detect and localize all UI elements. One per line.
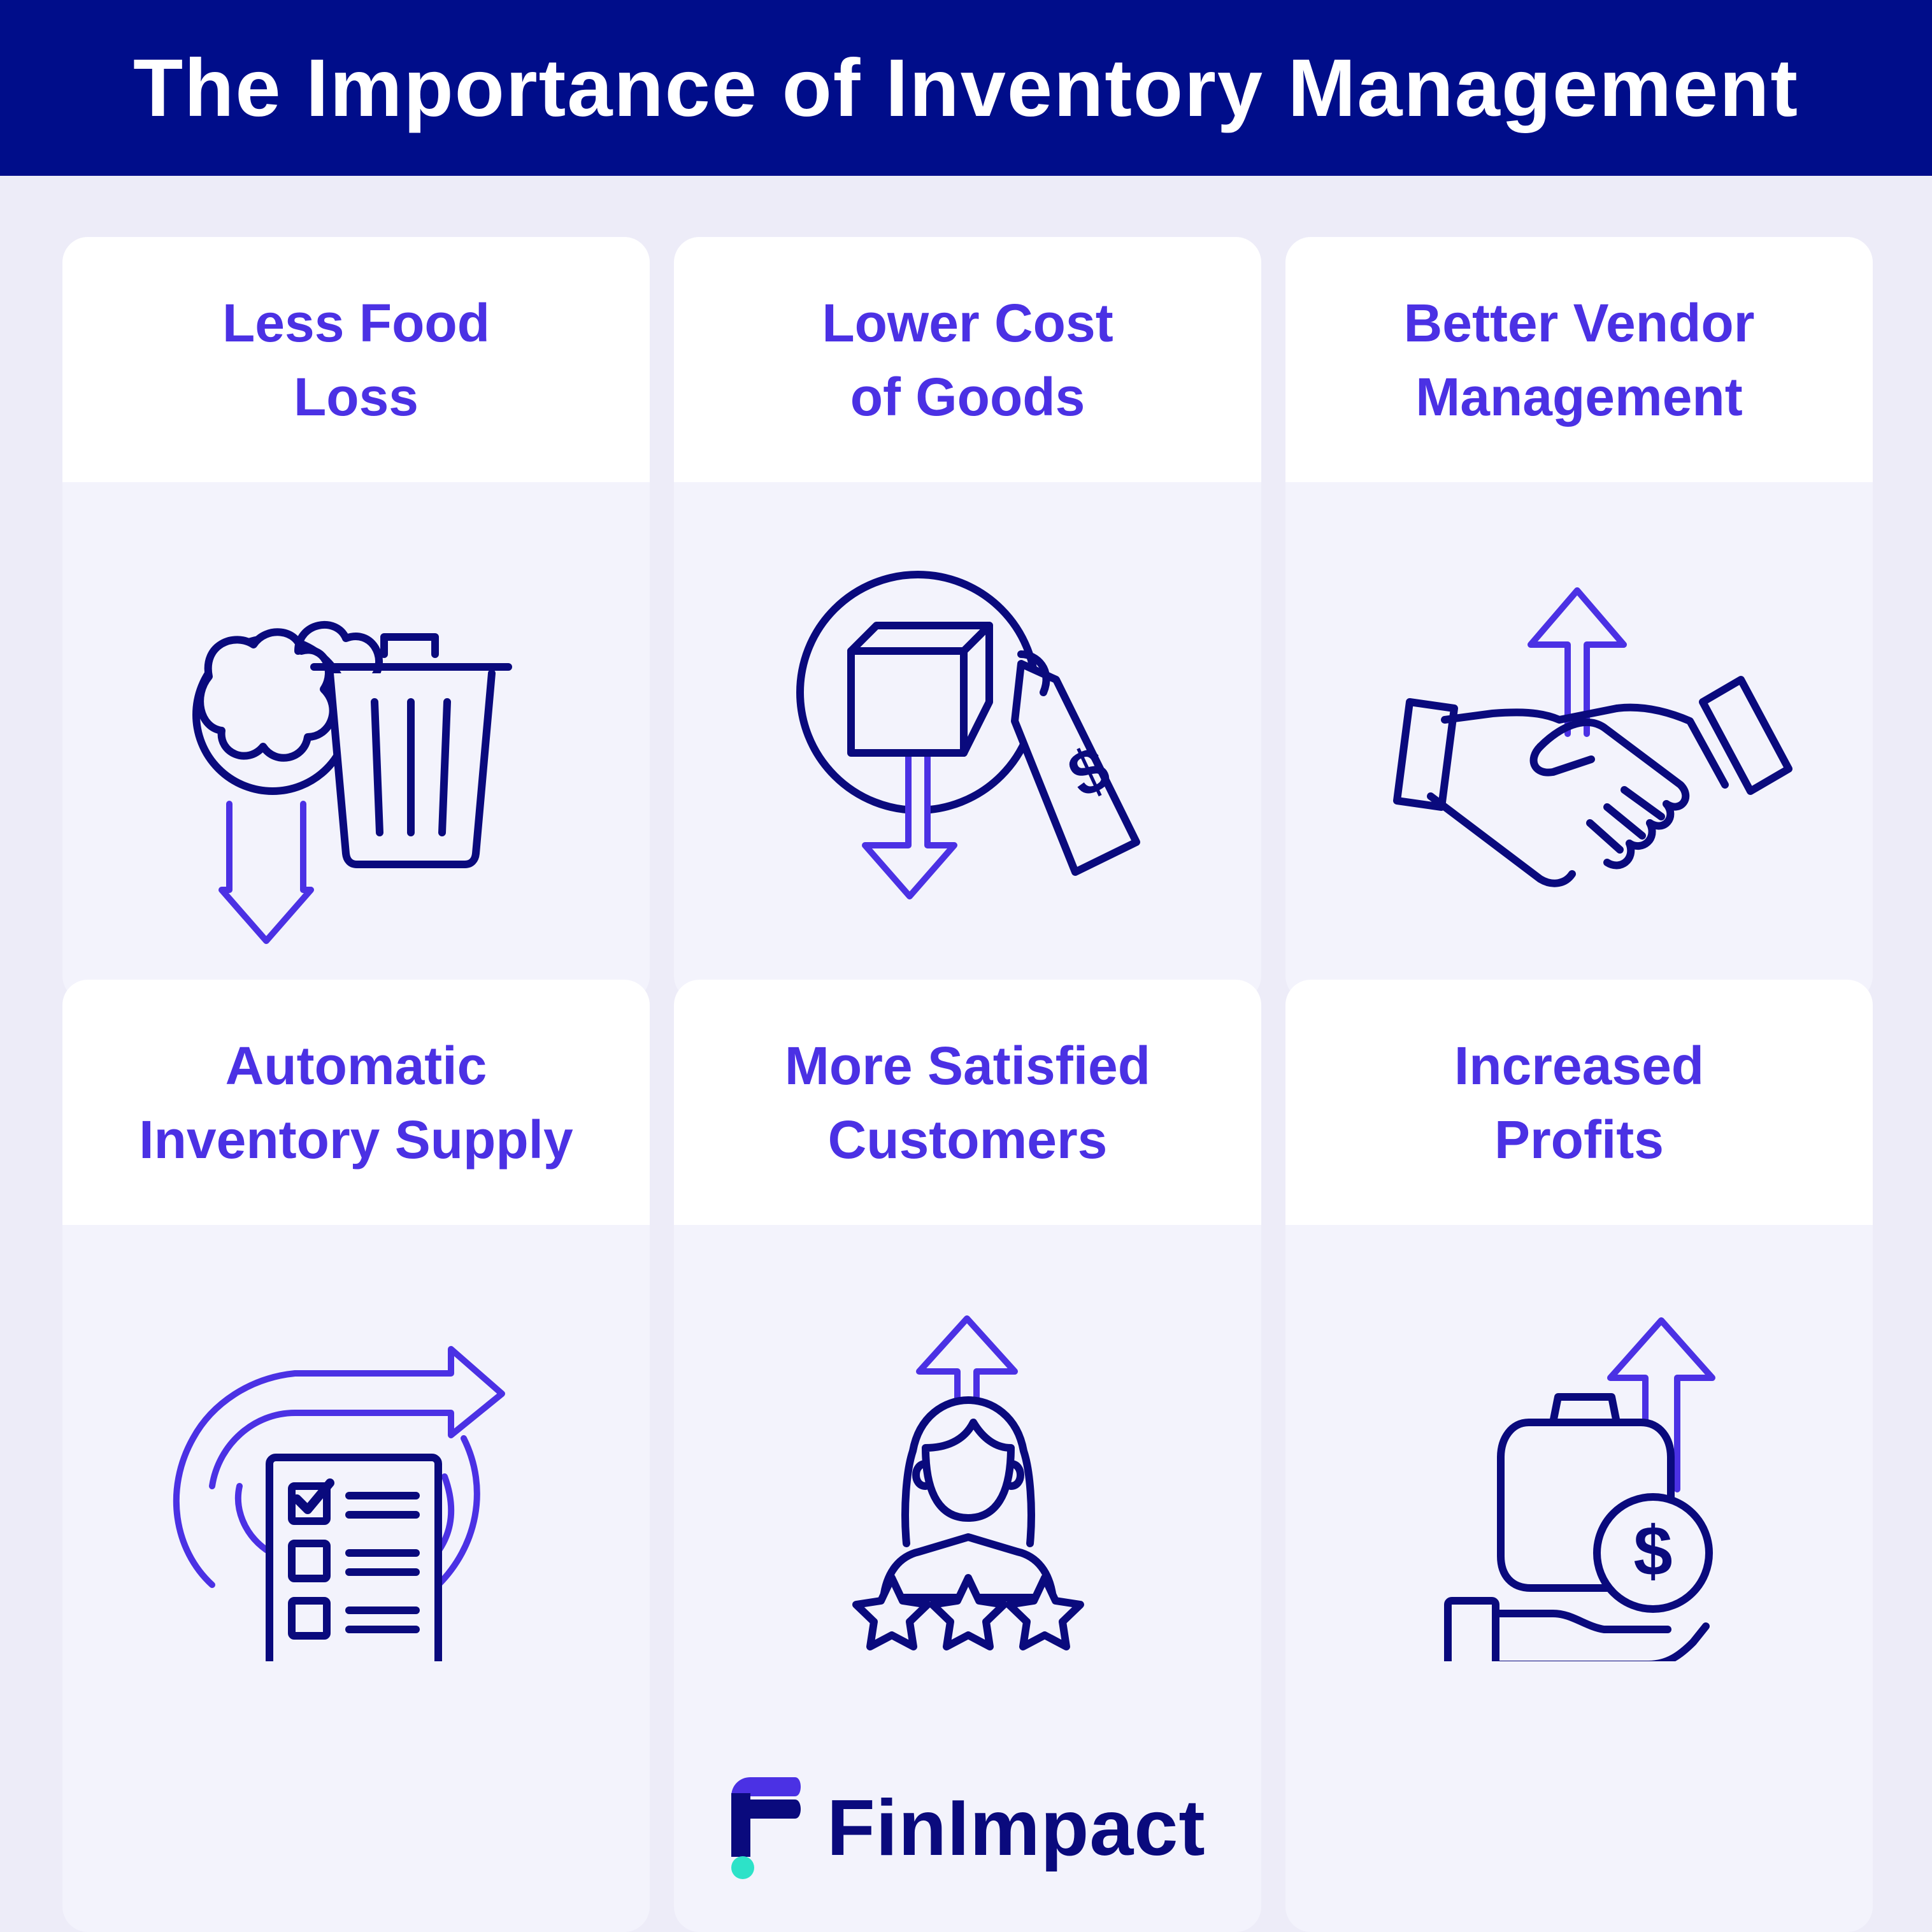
handshake-icon [1285,555,1873,950]
card-header: Increased Profits [1285,980,1873,1225]
box-price-tag-icon: $ [674,555,1261,950]
card-header: Better Vendor Management [1285,237,1873,482]
card-title: Less Food Loss [222,292,490,427]
card-title: Lower Cost of Goods [822,292,1113,427]
card-header: Lower Cost of Goods [674,237,1261,482]
card-header: More Satisfied Customers [674,980,1261,1225]
card-automatic-inventory-supply: Automatic Inventory Supply [62,980,650,1932]
page-title: The Importance of Inventory Management [132,42,1800,134]
card-title: Automatic Inventory Supply [139,1035,573,1170]
svg-text:$: $ [1633,1512,1672,1591]
card-better-vendor-management: Better Vendor Management [1285,237,1873,1001]
food-waste-trash-icon [62,555,650,950]
card-header: Less Food Loss [62,237,650,482]
card-increased-profits: Increased Profits $ [1285,980,1873,1932]
money-bag-hand-icon: $ [1285,1266,1873,1661]
checklist-cycle-icon [62,1266,650,1661]
card-more-satisfied-customers: More Satisfied Customers [674,980,1261,1932]
customer-stars-icon [674,1266,1261,1661]
finimpact-logo: FinImpact [731,1777,1206,1879]
card-header: Automatic Inventory Supply [62,980,650,1225]
card-title: Increased Profits [1454,1035,1705,1170]
card-lower-cost-of-goods: Lower Cost of Goods $ [674,237,1261,1001]
brand-name: FinImpact [827,1784,1206,1872]
card-less-food-loss: Less Food Loss [62,237,650,1001]
header-banner: The Importance of Inventory Management [0,0,1932,176]
finimpact-logo-mark [731,1777,801,1879]
card-title: More Satisfied Customers [784,1035,1151,1170]
card-title: Better Vendor Management [1403,292,1755,427]
